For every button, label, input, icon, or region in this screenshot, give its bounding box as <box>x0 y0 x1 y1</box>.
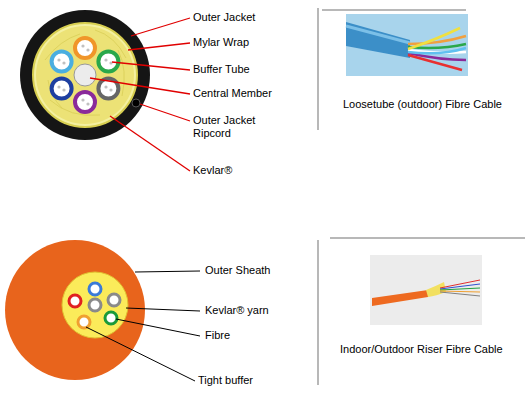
part-label: Kevlar® yarn <box>205 304 269 317</box>
loosetube-cross-section <box>20 10 150 140</box>
riser-cross-section <box>5 240 145 380</box>
part-label: Tight buffer <box>198 374 253 387</box>
part-label: Kevlar® <box>193 164 232 177</box>
leader-lines-top <box>90 18 190 171</box>
part-label: Outer Jacket Ripcord <box>193 114 265 140</box>
riser-photo <box>370 255 482 325</box>
part-label: Buffer Tube <box>193 63 250 76</box>
part-label: Outer Jacket <box>193 11 255 24</box>
photo-caption: Loosetube (outdoor) Fibre Cable <box>343 98 502 111</box>
part-label: Central Member <box>193 87 272 100</box>
loosetube-photo <box>346 14 468 76</box>
leader-lines-bottom <box>86 271 200 381</box>
part-label: Mylar Wrap <box>193 36 249 49</box>
part-label: Fibre <box>205 329 230 342</box>
photo-caption: Indoor/Outdoor Riser Fibre Cable <box>340 343 503 356</box>
part-label: Outer Sheath <box>205 264 270 277</box>
separators <box>318 8 525 385</box>
